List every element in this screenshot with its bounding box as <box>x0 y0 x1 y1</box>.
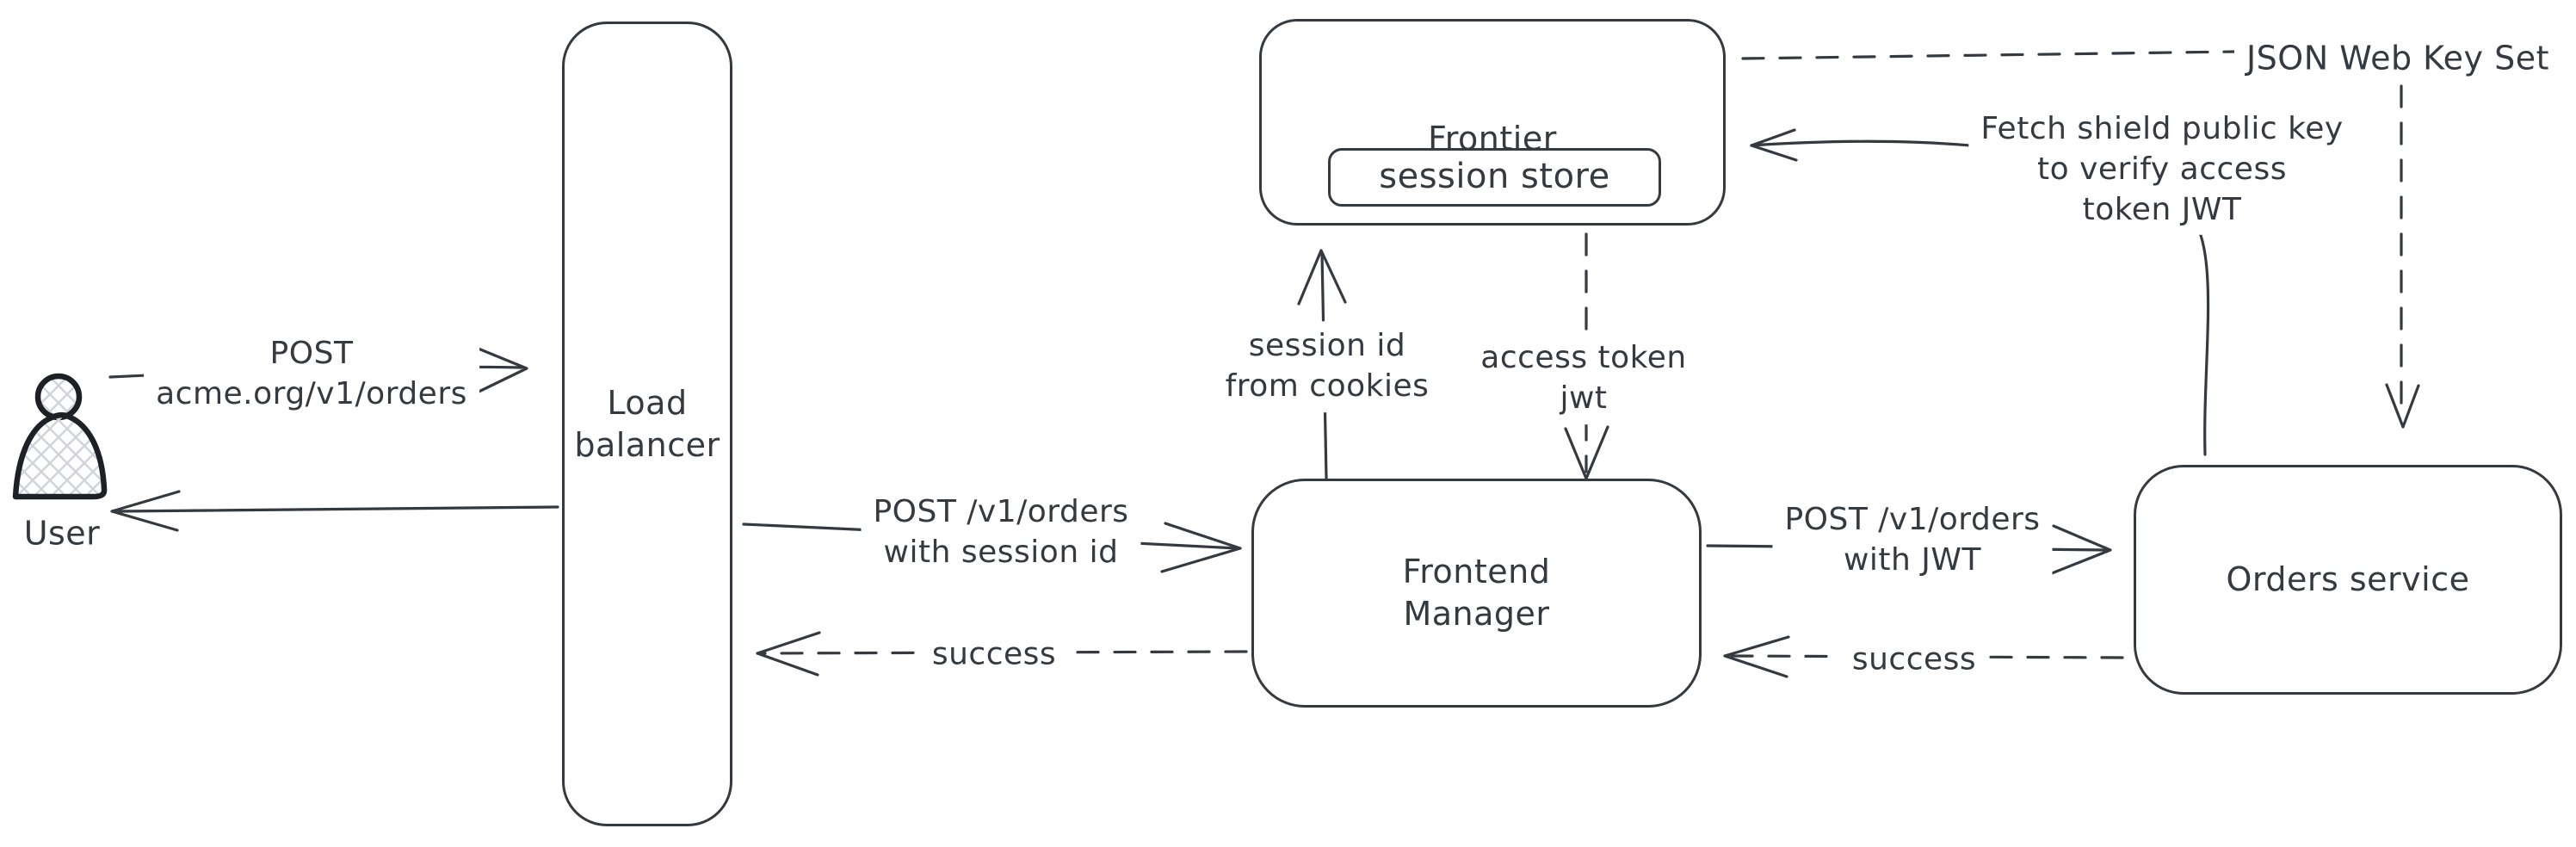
user-icon-body <box>12 411 108 500</box>
edge-label-access-token-jwt: access token jwt <box>1468 333 1699 424</box>
edge-label-post-orders: POST acme.org/v1/orders <box>144 329 479 420</box>
arrow-load-balancer-to-user <box>110 490 559 532</box>
load-balancer-label-line1: Load <box>607 383 688 422</box>
session-store-node: session store <box>1328 148 1661 207</box>
line-frontier-to-jwks <box>1741 50 2236 60</box>
user-label: User <box>23 514 101 553</box>
load-balancer-node: Load balancer <box>562 22 732 826</box>
orders-service-node: Orders service <box>2134 465 2562 695</box>
edge-label-session-id-cookies: session id from cookies <box>1213 321 1442 412</box>
session-store-label: session store <box>1379 157 1610 197</box>
edge-label-post-session-id: POST /v1/orders with session id <box>861 487 1141 578</box>
edge-label-fetch-public-key: Fetch shield public key to verify access… <box>1968 103 2356 236</box>
edge-label-success-right: success <box>1839 634 1989 686</box>
jwks-label: JSON Web Key Set <box>2233 32 2562 85</box>
frontend-manager-label-line1: Frontend <box>1402 553 1551 591</box>
orders-service-label: Orders service <box>2226 560 2470 599</box>
frontend-manager-node: Frontend Manager <box>1251 479 1702 708</box>
load-balancer-label-line2: balancer <box>574 425 720 464</box>
arrow-jwks-to-orders-service <box>2385 84 2420 429</box>
edge-label-post-jwt: POST /v1/orders with JWT <box>1772 495 2053 586</box>
frontend-manager-label-line2: Manager <box>1403 595 1550 633</box>
edge-label-success-left: success <box>919 629 1069 681</box>
user-icon <box>12 373 108 500</box>
